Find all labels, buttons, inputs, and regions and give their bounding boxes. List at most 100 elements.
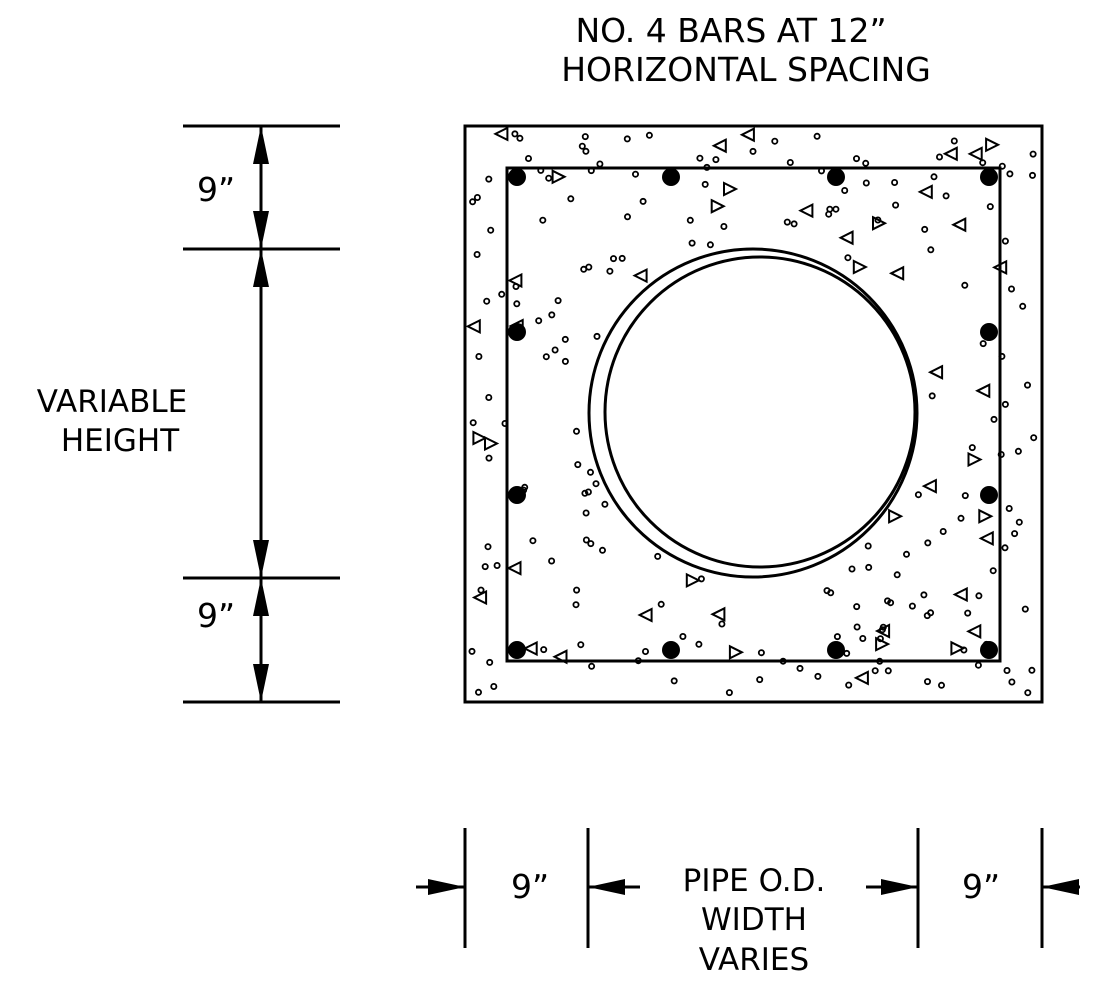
aggregate-dot: [592, 480, 600, 488]
aggregate-dot: [696, 154, 704, 162]
aggregate-dot: [578, 142, 586, 150]
rebar-dot: [827, 641, 845, 659]
aggregate-dot: [853, 155, 861, 163]
aggregate-dot: [979, 159, 987, 167]
aggregate-dot: [623, 135, 631, 143]
aggregate-triangle: [978, 508, 994, 524]
aggregate-dot: [923, 612, 931, 620]
arrowhead-up: [253, 249, 269, 287]
aggregate-dot: [582, 536, 590, 544]
aggregate-dot: [725, 689, 733, 697]
aggregate-dot: [892, 201, 900, 209]
arrowhead-right: [881, 879, 918, 895]
aggregate-dot: [997, 450, 1005, 458]
aggregate-dot: [756, 676, 764, 684]
aggregate-dot: [853, 623, 861, 631]
aggregate-dot: [561, 335, 569, 343]
aggregate-dot: [950, 137, 958, 145]
aggregate-dot: [706, 241, 714, 249]
encasement-outline: [463, 124, 1044, 704]
aggregate-dot: [1011, 530, 1019, 538]
aggregate-dot: [1029, 150, 1037, 158]
aggregate-triangle: [685, 572, 702, 589]
aggregate-dot: [749, 147, 757, 155]
aggregate-dot: [826, 205, 834, 213]
aggregate-triangle: [522, 640, 538, 657]
aggregate-dot: [779, 657, 787, 665]
aggregate-dot: [876, 657, 884, 665]
aggregate-dot: [582, 147, 590, 155]
aggregate-dot: [871, 667, 879, 675]
aggregate-dot: [832, 205, 840, 213]
aggregate-dot: [701, 180, 709, 188]
aggregate-dot: [493, 562, 501, 570]
aggregate-dot: [695, 640, 703, 648]
arrowhead-right: [428, 879, 465, 895]
aggregate-dot: [1030, 434, 1038, 442]
aggregate-dot: [903, 550, 911, 558]
aggregate-dot: [498, 290, 506, 298]
aggregate-dot: [920, 591, 928, 599]
aggregate-triangle: [507, 272, 523, 289]
rebar-note-line1: NO. 4 BARS AT 12”: [575, 11, 886, 50]
aggregate-dot: [469, 419, 477, 427]
rebar-dot: [508, 323, 526, 341]
aggregate-dot: [593, 332, 601, 340]
aggregate-triangle: [853, 670, 869, 686]
aggregate-dot: [961, 281, 969, 289]
aggregate-dot: [490, 683, 498, 691]
aggregate-dot: [975, 592, 983, 600]
aggregate-triangle: [552, 649, 568, 665]
aggregate-dot: [823, 587, 831, 595]
pipe-od-label-line2: WIDTH: [701, 902, 807, 938]
aggregate-dot: [601, 500, 609, 508]
aggregate-triangle: [985, 137, 1001, 153]
aggregate-dot: [581, 489, 589, 497]
bottom-cover-dimension: 9”: [197, 596, 235, 635]
aggregate-dot: [587, 468, 595, 476]
aggregate-dot: [942, 192, 950, 200]
aggregate-dot: [786, 158, 794, 166]
aggregate-dot: [484, 543, 492, 551]
aggregate-dot: [783, 218, 791, 226]
aggregate-triangle: [710, 198, 726, 214]
aggregate-dot: [516, 134, 524, 142]
aggregate-triangle: [710, 606, 726, 622]
aggregate-triangle: [951, 217, 967, 233]
aggregate-dot: [936, 153, 944, 161]
pipe-od-label-line3: VARIES: [699, 942, 809, 978]
aggregate-dot: [485, 393, 493, 401]
aggregate-dot: [634, 657, 642, 665]
aggregate-dot: [841, 186, 849, 194]
aggregate-dot: [914, 491, 922, 499]
aggregate-dot: [859, 635, 867, 643]
arrowhead-up: [253, 126, 269, 164]
aggregate-dot: [477, 586, 485, 594]
aggregate-dot: [697, 575, 705, 583]
aggregate-dot: [588, 662, 596, 670]
aggregate-dot: [864, 542, 872, 550]
aggregate-dot: [908, 602, 916, 610]
left-cover-dimension: 9”: [511, 867, 549, 906]
aggregate-dot: [924, 539, 932, 547]
aggregate-triangle: [506, 560, 522, 576]
aggregate-dot: [893, 571, 901, 579]
aggregate-dot: [574, 461, 582, 469]
aggregate-triangle: [637, 607, 653, 623]
vertical-dimension: [183, 124, 340, 704]
aggregate-dot: [554, 297, 562, 305]
aggregate-dot: [485, 175, 493, 183]
aggregate-dot: [618, 254, 626, 262]
aggregate-triangle: [967, 451, 983, 468]
aggregate-dot: [1021, 605, 1029, 613]
aggregate-dot: [567, 195, 575, 203]
aggregate-triangle: [632, 267, 648, 284]
aggregate-dot: [573, 586, 581, 594]
aggregate-dot: [561, 357, 569, 365]
rebar-dot: [662, 168, 680, 186]
height-label-line2: HEIGHT: [61, 423, 180, 459]
aggregate-triangle: [472, 430, 488, 446]
aggregate-dot: [632, 170, 640, 178]
arrowhead-down: [253, 211, 269, 249]
aggregate-dot: [596, 160, 604, 168]
